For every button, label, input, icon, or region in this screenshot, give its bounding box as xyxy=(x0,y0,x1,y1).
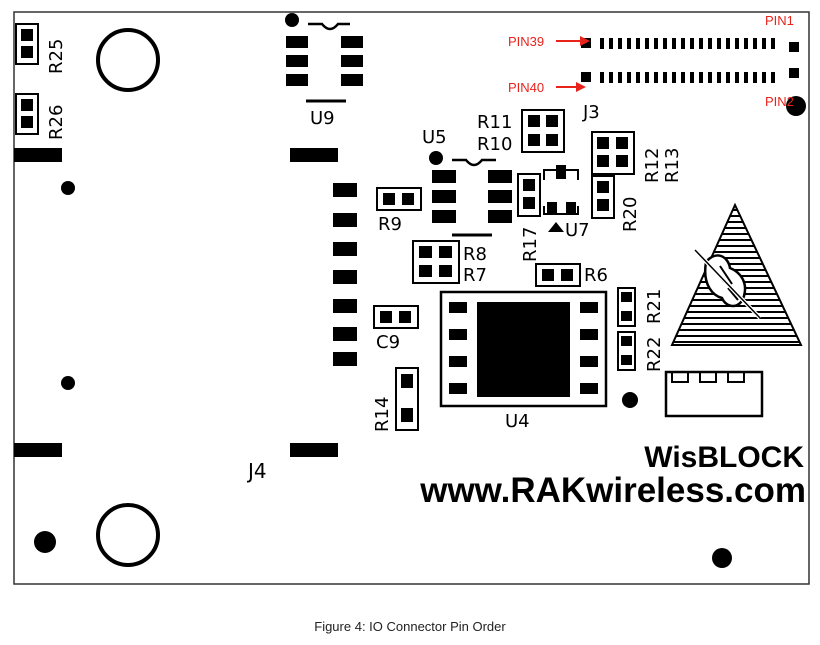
label-pin40: PIN40 xyxy=(508,80,544,95)
label-r25: R25 xyxy=(46,39,67,74)
j3-pin xyxy=(609,38,613,49)
mounting-hole-top xyxy=(96,28,160,92)
j3-pin xyxy=(690,38,694,49)
label-r20: R20 xyxy=(620,197,641,232)
label-u4: U4 xyxy=(505,411,530,432)
label-r11: R11 xyxy=(477,112,512,133)
r21-footprint xyxy=(617,287,636,327)
label-j4: J4 xyxy=(246,459,267,483)
u5-footprint xyxy=(429,151,512,237)
j3-pin xyxy=(735,72,739,83)
j3-pin xyxy=(708,72,712,83)
j3-pin xyxy=(726,38,730,49)
j3-pin xyxy=(753,38,757,49)
label-u7: U7 xyxy=(565,220,590,241)
u4-footprint xyxy=(439,290,608,408)
j3-pins-top-row xyxy=(600,38,775,49)
mounting-hole-bottom xyxy=(96,503,160,567)
label-pin39: PIN39 xyxy=(508,34,544,49)
r22-footprint xyxy=(617,331,636,371)
j3-pin xyxy=(636,72,640,83)
j3-pin xyxy=(636,38,640,49)
j3-pin xyxy=(717,72,721,83)
label-u9: U9 xyxy=(310,108,335,129)
j3-pin xyxy=(762,72,766,83)
r6-footprint xyxy=(535,263,581,287)
pin40-arrow xyxy=(556,82,586,92)
pin-annotations: PIN1 PIN2 PIN39 PIN40 xyxy=(508,13,794,109)
r8-r7-footprint xyxy=(412,240,460,284)
r17-footprint xyxy=(517,173,541,217)
label-r21: R21 xyxy=(644,289,665,324)
pcb-board-diagram: R25 R26 J4 U9 J3 PIN1 PI xyxy=(13,11,810,585)
j3-pin xyxy=(654,72,658,83)
j3-pin xyxy=(672,72,676,83)
label-r22: R22 xyxy=(644,337,665,372)
website-url: www.RAKwireless.com xyxy=(419,471,806,510)
j3-pin xyxy=(735,38,739,49)
j3-pin xyxy=(699,38,703,49)
label-r7: R7 xyxy=(463,265,487,286)
j3-pin xyxy=(645,72,649,83)
j3-pin xyxy=(690,72,694,83)
j3-pin xyxy=(627,72,631,83)
r9-footprint xyxy=(376,187,422,211)
side-pad-column xyxy=(333,183,357,366)
j3-pin xyxy=(762,38,766,49)
j3-pin xyxy=(681,38,685,49)
j3-pin xyxy=(699,72,703,83)
j3-pin xyxy=(672,38,676,49)
j3-pin xyxy=(609,72,613,83)
j4-pads xyxy=(14,148,338,457)
label-r12: R12 xyxy=(642,148,663,183)
j3-pin xyxy=(600,72,604,83)
r11-r10-footprint xyxy=(521,109,565,153)
label-j3: J3 xyxy=(582,102,600,123)
product-name: WisBLOCK xyxy=(644,441,804,474)
r12-r13-footprint xyxy=(591,131,635,175)
j3-pin xyxy=(753,72,757,83)
label-r13: R13 xyxy=(662,148,683,183)
label-r14: R14 xyxy=(372,397,393,432)
jst-connector xyxy=(664,370,764,418)
label-pin1: PIN1 xyxy=(765,13,794,28)
j3-pin xyxy=(618,72,622,83)
label-u5: U5 xyxy=(422,127,447,148)
board-outline xyxy=(13,11,810,585)
j3-pin xyxy=(645,38,649,49)
j3-pin xyxy=(627,38,631,49)
j3-pin xyxy=(663,38,667,49)
pin39-arrow xyxy=(556,36,590,46)
r26-footprint xyxy=(15,93,39,135)
j3-pin xyxy=(654,38,658,49)
u9-footprint xyxy=(285,13,363,103)
r14-footprint xyxy=(395,367,419,431)
label-r6: R6 xyxy=(584,265,608,286)
label-r26: R26 xyxy=(46,105,67,140)
label-c9: C9 xyxy=(376,332,400,353)
label-pin2: PIN2 xyxy=(765,94,794,109)
j3-pins-bottom-row xyxy=(600,72,775,83)
j3-pin xyxy=(717,38,721,49)
j3-pin xyxy=(771,38,775,49)
j3-pin xyxy=(618,38,622,49)
j3-pin xyxy=(681,72,685,83)
c9-footprint xyxy=(373,305,419,329)
j3-pin xyxy=(600,38,604,49)
label-r17: R17 xyxy=(520,227,541,262)
j3-pin xyxy=(663,72,667,83)
j3-pin xyxy=(744,38,748,49)
vias xyxy=(34,181,732,568)
label-r10: R10 xyxy=(477,134,512,155)
label-r9: R9 xyxy=(378,214,402,235)
j3-pin xyxy=(771,72,775,83)
r20-footprint xyxy=(591,175,615,219)
r25-footprint xyxy=(15,23,39,65)
u7-footprint xyxy=(543,165,579,232)
figure-caption: Figure 4: IO Connector Pin Order xyxy=(314,619,506,634)
j3-pin xyxy=(744,72,748,83)
label-r8: R8 xyxy=(463,244,487,265)
j3-pin xyxy=(708,38,712,49)
j3-pin xyxy=(726,72,730,83)
